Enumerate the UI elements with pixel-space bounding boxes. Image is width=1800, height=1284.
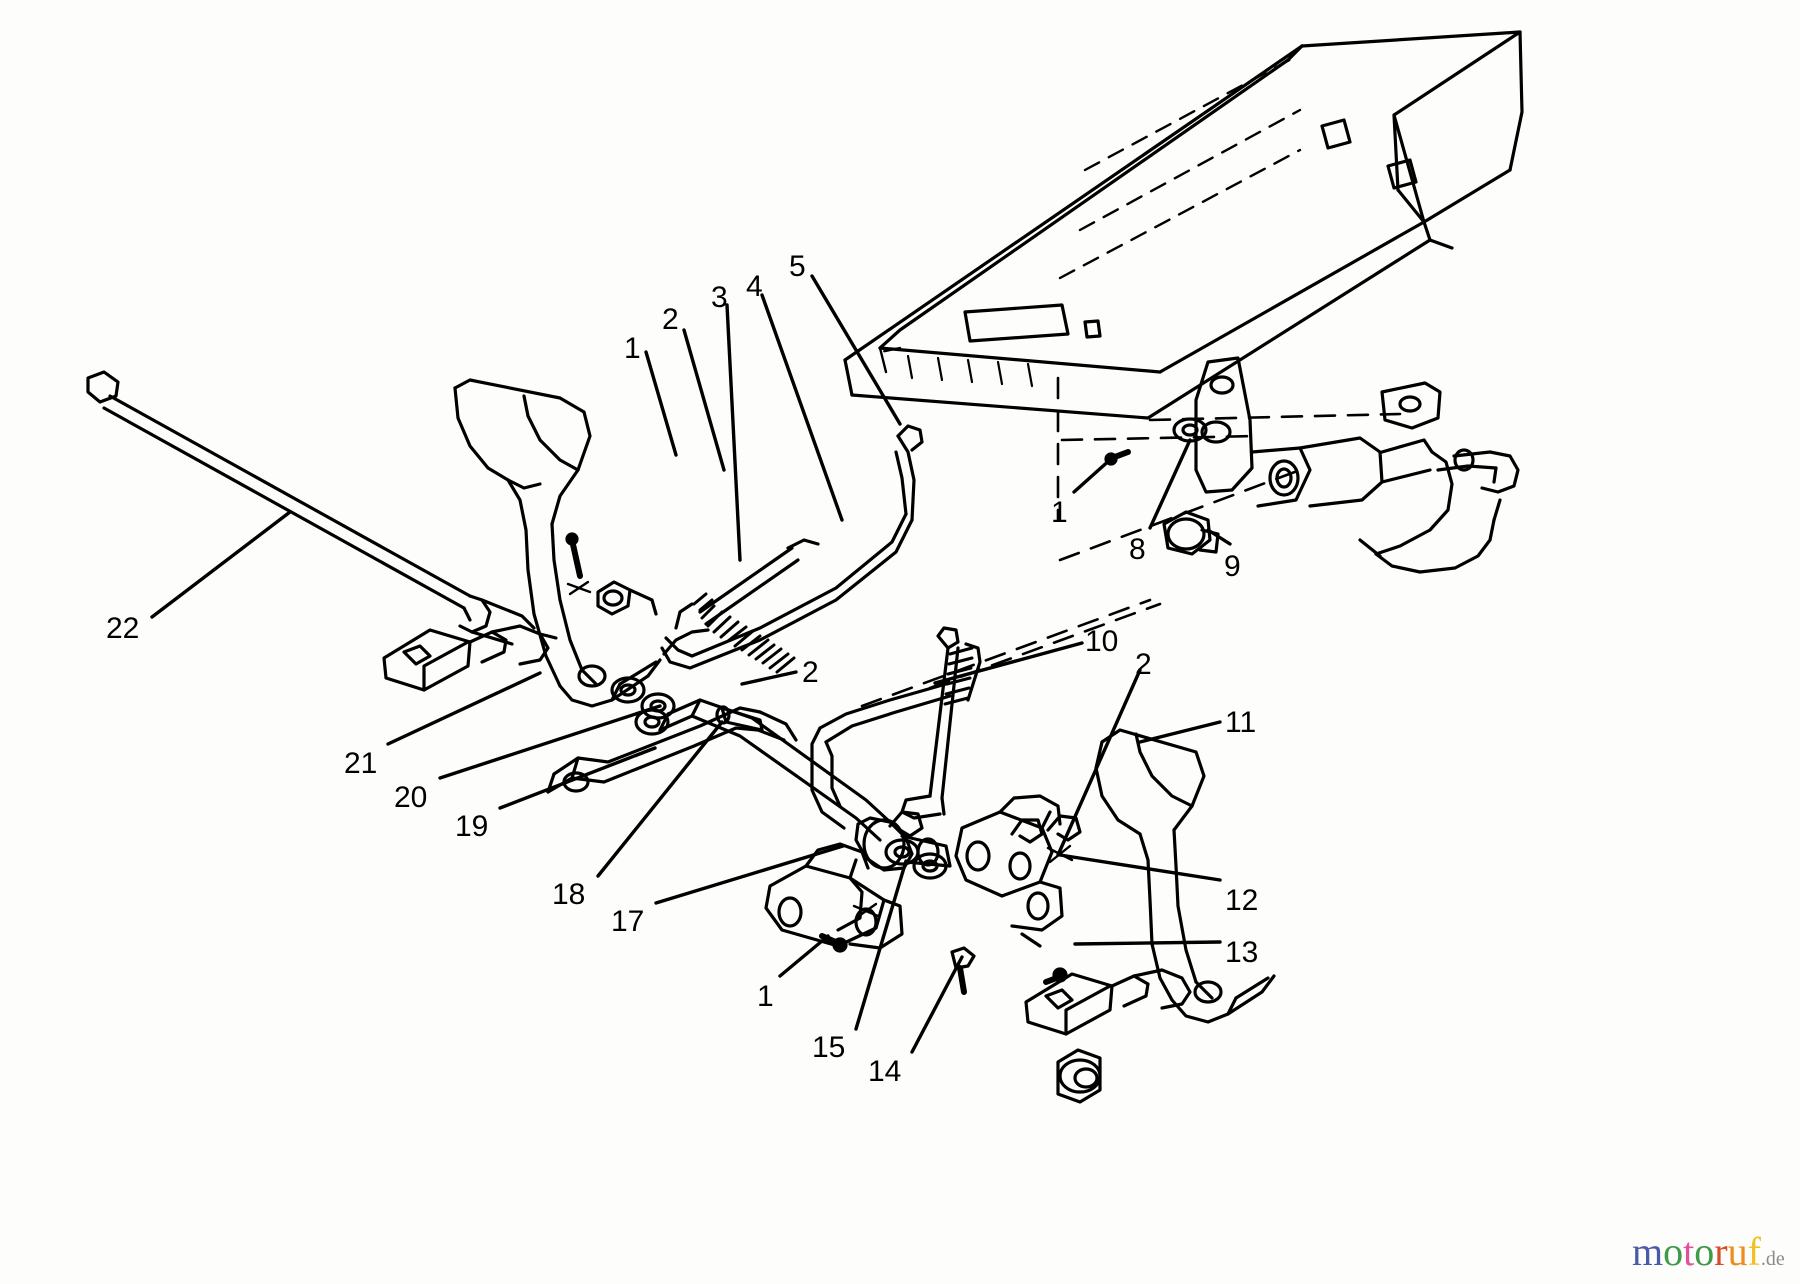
- leader-line-2: [682, 328, 726, 472]
- motoruf-de-logo: motoruf.de: [1632, 1232, 1785, 1272]
- leader-line-4: [760, 293, 844, 522]
- adjuster-rod-10: [900, 626, 982, 820]
- logo-letter-5: u: [1727, 1229, 1748, 1274]
- leader-line-19: [498, 746, 657, 810]
- callout-21: 21: [344, 747, 378, 780]
- bushing-13: [1056, 1048, 1102, 1104]
- leader-line-22: [150, 510, 292, 619]
- bolt-14: [950, 946, 976, 995]
- callout-2: 2: [1135, 648, 1152, 681]
- leader-line-8: [1148, 438, 1192, 530]
- bent-rod-4: [660, 424, 924, 670]
- bracket-plate-15: [764, 842, 904, 950]
- clamp-bracket-left: [382, 624, 558, 692]
- spring-hooks: [888, 810, 1082, 844]
- logo-letter-0: m: [1632, 1229, 1664, 1274]
- callout-5: 5: [789, 250, 806, 283]
- fastener-left: [565, 532, 592, 596]
- frame-panel: [843, 30, 1524, 420]
- leader-line-14: [910, 955, 964, 1054]
- right-pedal-lever: [1094, 728, 1276, 1024]
- logo-suffix: .de: [1760, 1248, 1785, 1270]
- leader-line-1: [1072, 456, 1114, 494]
- logo-letter-4: r: [1714, 1229, 1728, 1274]
- right-lift-bracket: [1194, 356, 1520, 574]
- callout-15: 15: [812, 1031, 846, 1064]
- callout-4: 4: [746, 270, 763, 303]
- callout-12: 12: [1225, 884, 1259, 917]
- right-link-plate: [954, 794, 1074, 948]
- clipped-caption-strip: [0, 1275, 1800, 1284]
- logo-letter-1: o: [1663, 1229, 1684, 1274]
- leader-line-1: [778, 934, 830, 978]
- leader-line-11: [1138, 720, 1222, 744]
- callout-14: 14: [868, 1055, 902, 1088]
- leader-line-18: [596, 720, 724, 878]
- leader-line-3: [725, 303, 742, 562]
- leader-line-2: [1056, 668, 1142, 857]
- callout-9: 9: [1224, 550, 1241, 583]
- leader-line-21: [386, 671, 542, 746]
- leader-line-13: [1073, 940, 1222, 946]
- clipped-caption-marks: [0, 1279, 1800, 1284]
- leader-line-17: [654, 844, 845, 905]
- logo-letter-3: o: [1694, 1229, 1715, 1274]
- callout-11: 11: [1225, 706, 1257, 739]
- callout-13: 13: [1225, 936, 1259, 969]
- callout-10: 10: [1085, 625, 1119, 658]
- left-pedal-lever: [453, 378, 662, 708]
- callout-2: 2: [662, 303, 679, 336]
- callout-18: 18: [552, 878, 586, 911]
- eyelet-left: [596, 580, 658, 616]
- washers-right: [884, 838, 948, 880]
- callout-3: 3: [711, 281, 728, 314]
- leader-line-15: [854, 859, 908, 1031]
- long-link-rod: [810, 682, 952, 830]
- clamp-bracket-right: [1024, 968, 1192, 1036]
- leader-line-20: [438, 704, 662, 780]
- callout-1: 1: [757, 980, 774, 1013]
- callout-19: 19: [455, 810, 489, 843]
- leader-line-12: [1058, 853, 1222, 882]
- logo-letter-2: t: [1683, 1229, 1695, 1274]
- callout-8: 8: [1129, 533, 1146, 566]
- leader-line-1: [644, 350, 678, 457]
- callout-22: 22: [106, 612, 140, 645]
- callout-17: 17: [611, 905, 645, 938]
- leader-line-2: [740, 670, 798, 686]
- leader-line-5: [810, 274, 902, 426]
- logo-letter-6: f: [1747, 1229, 1761, 1274]
- washers-left: [610, 676, 676, 736]
- callout-20: 20: [394, 781, 428, 814]
- fastener-12: [1043, 967, 1068, 985]
- leader-line-10: [933, 641, 1084, 685]
- callout-2: 2: [802, 656, 819, 689]
- long-rod-22: [86, 370, 536, 646]
- leader-line-9: [1206, 528, 1232, 546]
- callout-1: 1: [1051, 496, 1068, 529]
- callout-1: 1: [624, 332, 641, 365]
